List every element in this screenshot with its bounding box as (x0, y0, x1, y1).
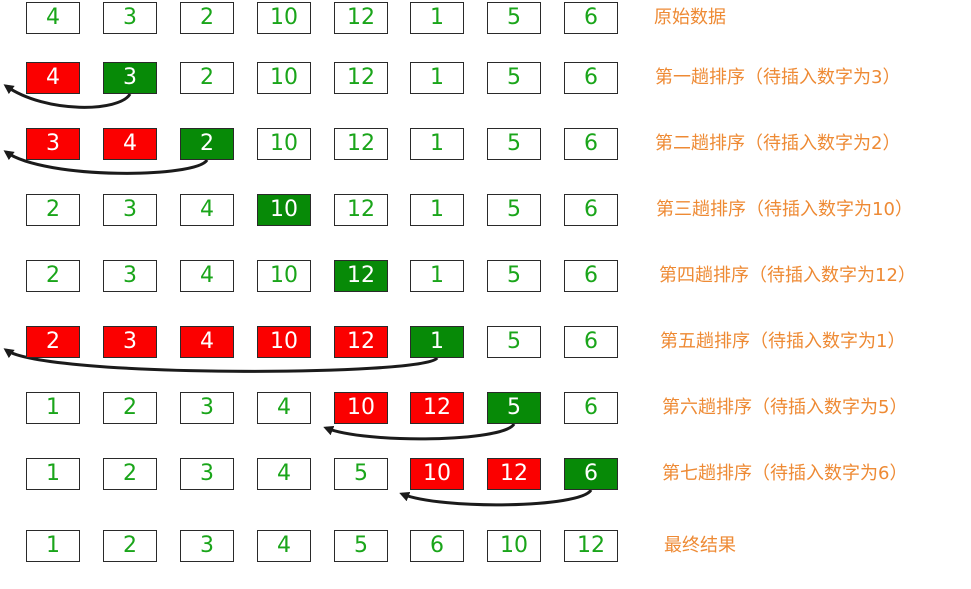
cell-row1-col7: 6 (564, 62, 618, 94)
cell-row4-col0: 2 (26, 260, 80, 292)
cell-row3-col6: 5 (487, 194, 541, 226)
cell-row4-col1: 3 (103, 260, 157, 292)
cell-row2-col0: 3 (26, 128, 80, 160)
cell-row3-col0: 2 (26, 194, 80, 226)
cell-row0-col0: 4 (26, 2, 80, 34)
cell-row1-col3: 10 (257, 62, 311, 94)
cell-row3-col7: 6 (564, 194, 618, 226)
cell-row2-col2: 2 (180, 128, 234, 160)
cell-row8-col1: 2 (103, 530, 157, 562)
cell-row0-col7: 6 (564, 2, 618, 34)
cell-row8-col5: 6 (410, 530, 464, 562)
cell-row1-col6: 5 (487, 62, 541, 94)
cell-row6-col3: 4 (257, 392, 311, 424)
row-label-0: 原始数据 (654, 7, 726, 28)
cell-row8-col0: 1 (26, 530, 80, 562)
cell-row6-col5: 12 (410, 392, 464, 424)
row-label-3: 第三趟排序（待插入数字为10） (656, 199, 913, 220)
row-label-4: 第四趟排序（待插入数字为12） (659, 265, 916, 286)
cell-row6-col2: 3 (180, 392, 234, 424)
cell-row7-col7: 6 (564, 458, 618, 490)
cell-row5-col6: 5 (487, 326, 541, 358)
cell-row5-col7: 6 (564, 326, 618, 358)
cell-row7-col4: 5 (334, 458, 388, 490)
cell-row0-col6: 5 (487, 2, 541, 34)
cell-row4-col4: 12 (334, 260, 388, 292)
cell-row4-col6: 5 (487, 260, 541, 292)
cell-row2-col1: 4 (103, 128, 157, 160)
insert-arrow-2 (3, 348, 439, 373)
row-label-2: 第二趟排序（待插入数字为2） (655, 133, 901, 154)
insert-arrow-1 (3, 150, 209, 175)
cell-row5-col2: 4 (180, 326, 234, 358)
cell-row2-col5: 1 (410, 128, 464, 160)
cell-row1-col1: 3 (103, 62, 157, 94)
cell-row6-col4: 10 (334, 392, 388, 424)
cell-row1-col2: 2 (180, 62, 234, 94)
cell-row4-col3: 10 (257, 260, 311, 292)
cell-row0-col3: 10 (257, 2, 311, 34)
cell-row4-col5: 1 (410, 260, 464, 292)
cell-row7-col1: 2 (103, 458, 157, 490)
cell-row3-col4: 12 (334, 194, 388, 226)
cell-row8-col2: 3 (180, 530, 234, 562)
cell-row7-col3: 4 (257, 458, 311, 490)
cell-row2-col6: 5 (487, 128, 541, 160)
row-label-6: 第六趟排序（待插入数字为5） (662, 397, 908, 418)
cell-row5-col4: 12 (334, 326, 388, 358)
cell-row8-col3: 4 (257, 530, 311, 562)
cell-row5-col5: 1 (410, 326, 464, 358)
cell-row7-col6: 12 (487, 458, 541, 490)
row-label-7: 第七趟排序（待插入数字为6） (662, 463, 908, 484)
row-label-8: 最终结果 (664, 535, 736, 556)
cell-row1-col4: 12 (334, 62, 388, 94)
cell-row3-col1: 3 (103, 194, 157, 226)
row-label-1: 第一趟排序（待插入数字为3） (655, 67, 901, 88)
insert-arrow-0 (3, 84, 132, 109)
cell-row2-col4: 12 (334, 128, 388, 160)
cell-row7-col2: 3 (180, 458, 234, 490)
cell-row4-col7: 6 (564, 260, 618, 292)
cell-row1-col5: 1 (410, 62, 464, 94)
cell-row6-col7: 6 (564, 392, 618, 424)
cell-row2-col3: 10 (257, 128, 311, 160)
cell-row4-col2: 4 (180, 260, 234, 292)
cell-row6-col6: 5 (487, 392, 541, 424)
cell-row3-col5: 1 (410, 194, 464, 226)
cell-row7-col0: 1 (26, 458, 80, 490)
cell-row8-col6: 10 (487, 530, 541, 562)
cell-row5-col1: 3 (103, 326, 157, 358)
cell-row8-col4: 5 (334, 530, 388, 562)
cell-row5-col0: 2 (26, 326, 80, 358)
cell-row6-col0: 1 (26, 392, 80, 424)
cell-row6-col1: 2 (103, 392, 157, 424)
cell-row7-col5: 10 (410, 458, 464, 490)
insert-arrow-3 (323, 422, 516, 441)
cell-row2-col7: 6 (564, 128, 618, 160)
cell-row0-col2: 2 (180, 2, 234, 34)
insert-arrow-4 (399, 488, 593, 507)
cell-row0-col5: 1 (410, 2, 464, 34)
cell-row5-col3: 10 (257, 326, 311, 358)
cell-row3-col3: 10 (257, 194, 311, 226)
cell-row1-col0: 4 (26, 62, 80, 94)
row-label-5: 第五趟排序（待插入数字为1） (660, 331, 906, 352)
cell-row0-col4: 12 (334, 2, 388, 34)
cell-row3-col2: 4 (180, 194, 234, 226)
cell-row8-col7: 12 (564, 530, 618, 562)
cell-row0-col1: 3 (103, 2, 157, 34)
